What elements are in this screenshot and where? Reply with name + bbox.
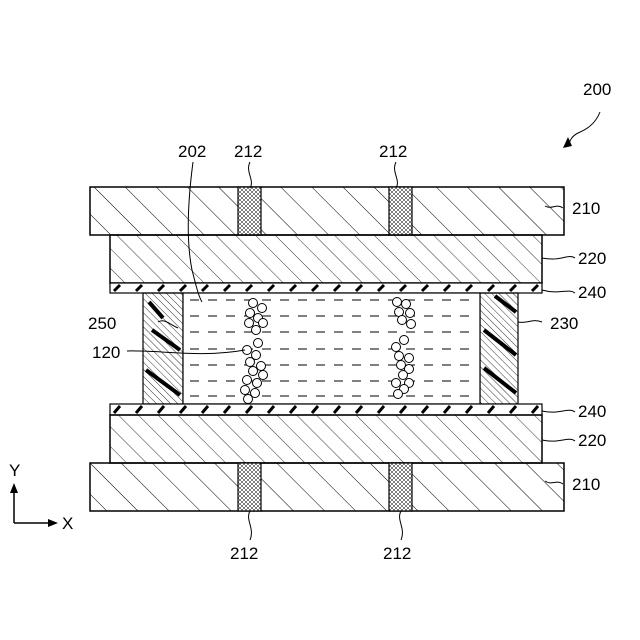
axis-indicator (14, 489, 50, 523)
top-film-240 (110, 283, 542, 293)
ref-label-220-bottom: 220 (578, 431, 606, 450)
ref-label-200: 200 (583, 80, 611, 99)
bottom-film-240 (110, 404, 542, 415)
ref-label-240-bottom: 240 (578, 402, 606, 421)
ref-label-212-top-right: 212 (379, 142, 407, 161)
ref-label-210-top: 210 (572, 199, 600, 218)
ref-label-220-top: 220 (578, 249, 606, 268)
axis-y-arrowhead (10, 483, 18, 493)
ref-label-202: 202 (178, 142, 206, 161)
top-plate-210 (90, 187, 564, 235)
axis-label-x: X (62, 514, 73, 533)
top-layer-220 (110, 235, 542, 283)
ref-label-212-bottom-right: 212 (383, 544, 411, 563)
ref-label-240-top: 240 (578, 283, 606, 302)
ref-label-230: 230 (550, 314, 578, 333)
ref-label-212-bottom-left: 212 (230, 544, 258, 563)
ref-label-250: 250 (88, 314, 116, 333)
bottom-plate-210 (90, 463, 564, 511)
ref-label-120: 120 (92, 343, 120, 362)
ref-label-210-bottom: 210 (572, 475, 600, 494)
axis-x-arrowhead (48, 519, 58, 527)
main-ref-arrowhead (563, 137, 572, 148)
ref-label-212-top-left: 212 (234, 142, 262, 161)
axis-label-y: Y (9, 461, 20, 480)
bottom-layer-220 (110, 415, 542, 463)
